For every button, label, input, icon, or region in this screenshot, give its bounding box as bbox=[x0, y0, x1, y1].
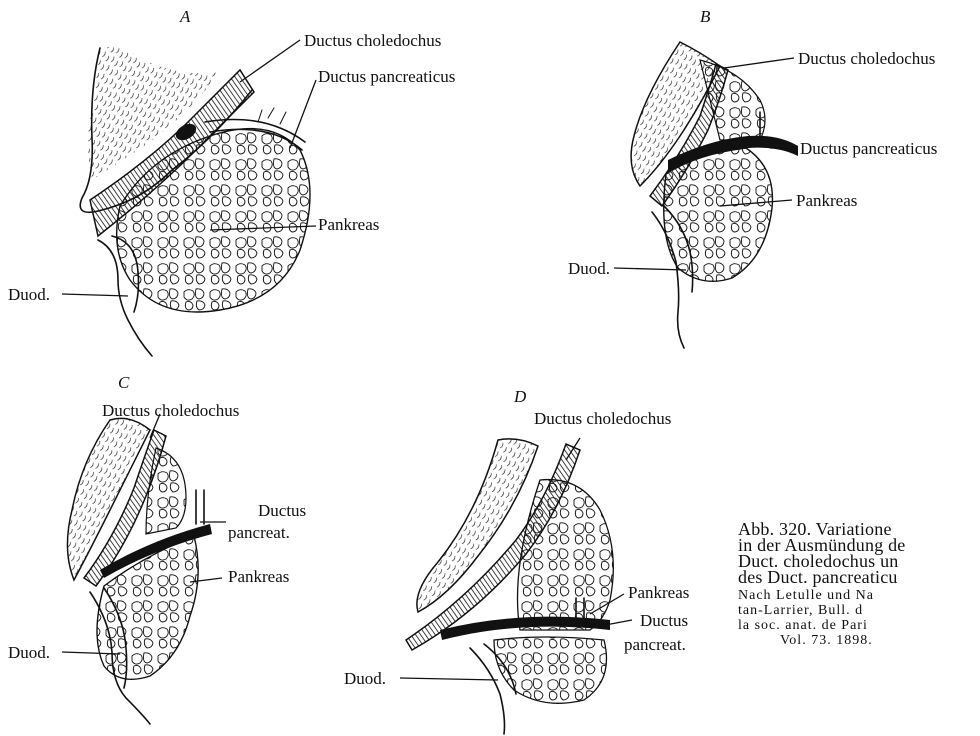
caption-source: Nach Letulle und Na tan-Larrier, Bull. d… bbox=[738, 588, 980, 648]
panel-b-pancreaticus-label: Ductus pancreaticus bbox=[800, 139, 937, 158]
panel-d-pancreas bbox=[494, 637, 607, 703]
panel-a-pancreaticus-label: Ductus pancreaticus bbox=[318, 67, 455, 86]
panel-d-choledochus-label: Ductus choledochus bbox=[534, 409, 671, 428]
panel-c-letter: C bbox=[118, 373, 130, 392]
panel-a: A Ductus choledochus Ductus pancreaticus… bbox=[8, 7, 455, 356]
panel-b-letter: B bbox=[700, 7, 711, 26]
panel-c: C Ductus choledochus Ductus pancreat. Pa… bbox=[8, 373, 306, 724]
panel-b-pancreas bbox=[664, 148, 773, 281]
caption-title: Abb. 320. Variatione in der Ausmündung d… bbox=[738, 521, 980, 585]
figure-caption: Abb. 320. Variatione in der Ausmündung d… bbox=[738, 521, 980, 648]
panel-c-pankreas-label: Pankreas bbox=[228, 567, 289, 586]
panel-d-pancreat-label-2: pancreat. bbox=[624, 635, 686, 654]
panel-d-letter: D bbox=[513, 387, 527, 406]
panel-d-pancreas-upper bbox=[518, 480, 614, 630]
panel-d-pancreat-label-1: Ductus bbox=[640, 611, 688, 630]
panel-b-pancreas-upper bbox=[700, 60, 765, 140]
panel-a-pancreas bbox=[117, 129, 310, 312]
panel-d-duod-label: Duod. bbox=[344, 669, 386, 688]
panel-b-choledochus-label: Ductus choledochus bbox=[798, 49, 935, 68]
caption-source-line: la soc. anat. de Pari bbox=[738, 618, 980, 633]
panel-c-duod-label: Duod. bbox=[8, 643, 50, 662]
panel-c-pancreat-label-1: Ductus bbox=[258, 501, 306, 520]
panel-b-duod-label: Duod. bbox=[568, 259, 610, 278]
panel-a-duct-branches bbox=[258, 108, 286, 124]
panel-a-pankreas-label: Pankreas bbox=[318, 215, 379, 234]
panel-d-pankreas-label: Pankreas bbox=[628, 583, 689, 602]
caption-line: des Duct. pancreaticu bbox=[738, 569, 980, 585]
panel-a-choledochus-leader bbox=[240, 40, 300, 82]
panel-a-duod-label: Duod. bbox=[8, 285, 50, 304]
panel-c-duct-branch bbox=[196, 490, 204, 524]
panel-a-letter: A bbox=[179, 7, 191, 26]
panel-d: D Ductus choledochus Pankreas Ductus pan… bbox=[344, 387, 689, 734]
caption-source-line: Nach Letulle und Na bbox=[738, 588, 980, 603]
panel-a-choledochus-label: Ductus choledochus bbox=[304, 31, 441, 50]
panel-c-choledochus-label: Ductus choledochus bbox=[102, 401, 239, 420]
caption-source-line: Vol. 73. 1898. bbox=[738, 633, 980, 648]
panel-a-duod-leader bbox=[62, 294, 128, 296]
caption-source-line: tan-Larrier, Bull. d bbox=[738, 603, 980, 618]
panel-d-duod-leader bbox=[400, 678, 498, 680]
panel-b-choledochus-leader bbox=[724, 58, 794, 68]
panel-b: B Ductus choledochus Ductus pancreaticus… bbox=[568, 7, 937, 348]
panel-b-duod-leader bbox=[614, 268, 686, 270]
panel-a-pancreaticus-leader bbox=[290, 80, 316, 148]
panel-b-pankreas-label: Pankreas bbox=[796, 191, 857, 210]
panel-c-pancreat-label-2: pancreat. bbox=[228, 523, 290, 542]
